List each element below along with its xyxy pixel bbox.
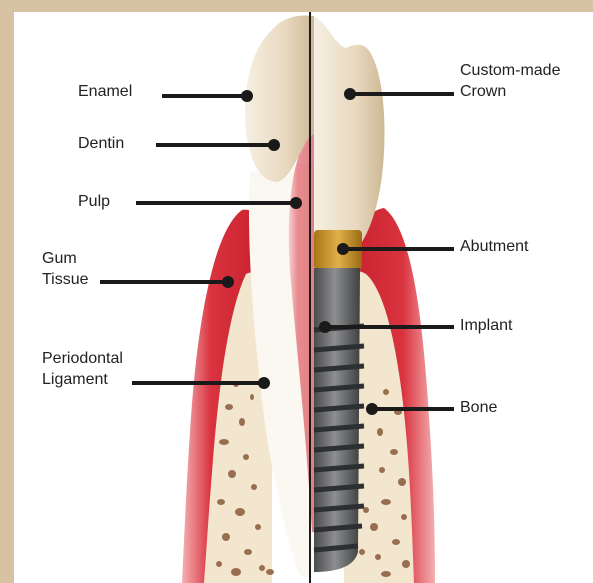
label-enamel: Enamel bbox=[78, 81, 132, 102]
label-implant: Implant bbox=[460, 315, 512, 336]
label-abutment: Abutment bbox=[460, 236, 528, 257]
custom-crown bbox=[314, 16, 384, 242]
label-dentin: Dentin bbox=[78, 133, 124, 154]
label-gum-tissue: Gum Tissue bbox=[42, 248, 89, 290]
diagram-panel: Enamel Dentin Pulp Gum Tissue Periodonta… bbox=[14, 12, 593, 583]
label-periodontal-ligament: Periodontal Ligament bbox=[42, 348, 123, 390]
label-pulp: Pulp bbox=[78, 191, 110, 212]
label-custom-crown: Custom-made Crown bbox=[460, 60, 560, 102]
label-bone: Bone bbox=[460, 397, 497, 418]
